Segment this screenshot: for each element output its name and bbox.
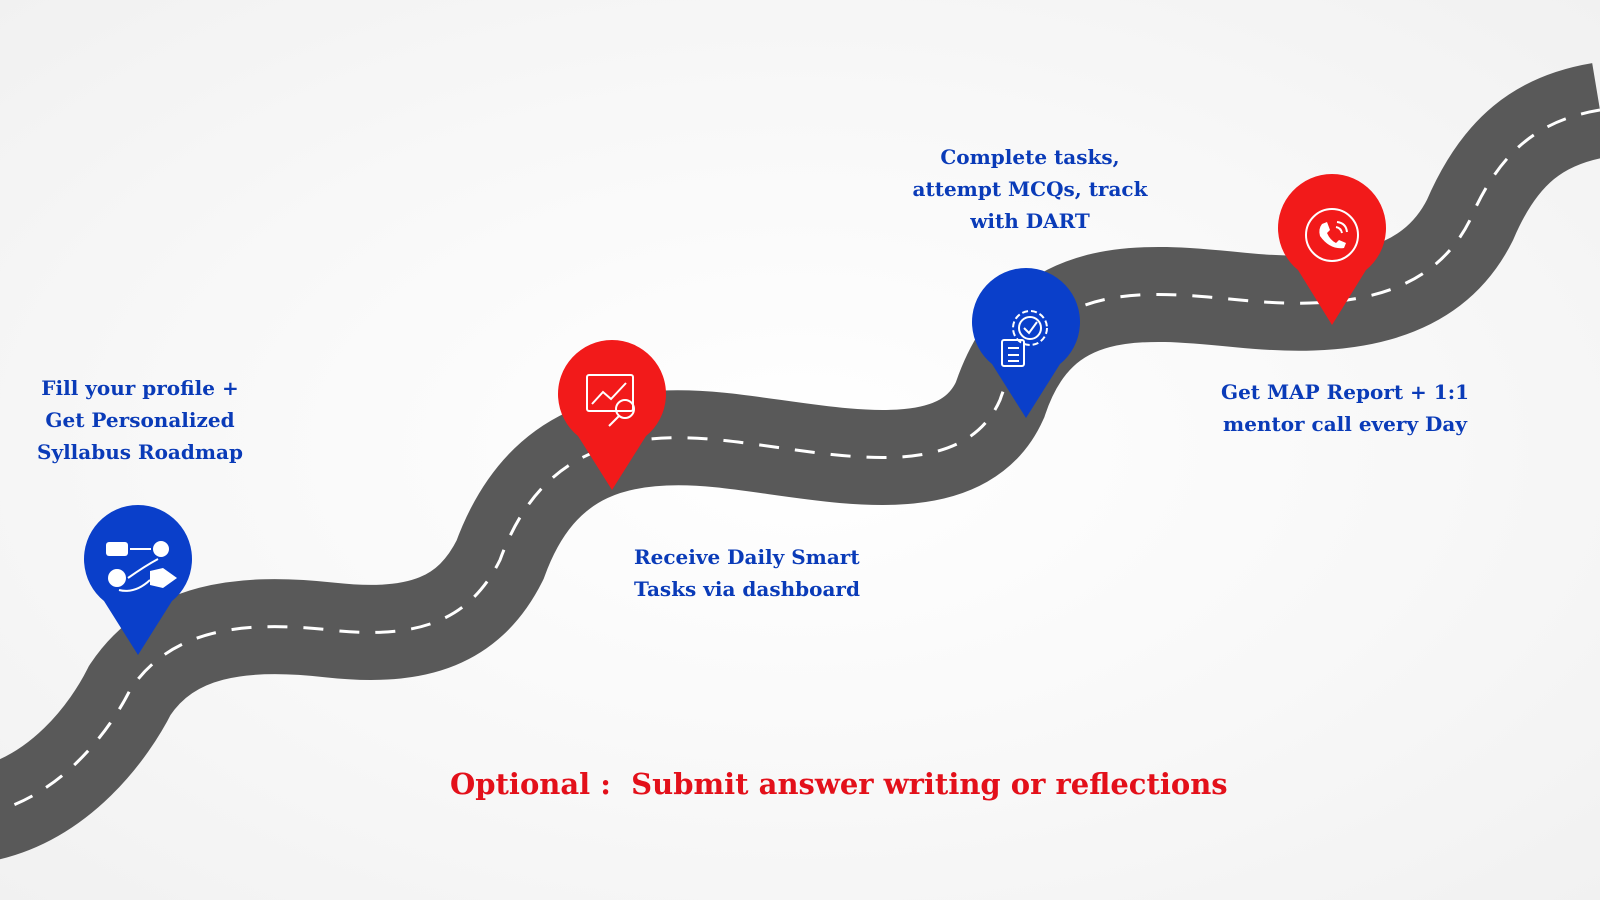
step-4-line-1: Get MAP Report + 1:1	[1220, 380, 1469, 404]
step-4-label: Get MAP Report + 1:1 mentor call every D…	[1200, 376, 1490, 440]
step-2-line-1: Receive Daily Smart	[634, 545, 860, 569]
step-4-marker	[1278, 174, 1387, 325]
step-3-marker	[972, 268, 1080, 418]
step-1-line-1: Fill your profile +	[41, 376, 239, 400]
step-3-line-2: attempt MCQs, track	[912, 177, 1148, 201]
gear-checklist-icon	[1001, 310, 1048, 367]
step-4-line-2: mentor call every Day	[1223, 412, 1467, 436]
step-4-pin	[1278, 174, 1387, 325]
step-1-pin	[84, 505, 192, 655]
step-2-line-2: Tasks via dashboard	[634, 577, 860, 601]
road-lane-marking	[0, 108, 1600, 812]
optional-note: Optional : Submit answer writing or refl…	[450, 767, 1228, 801]
step-3-line-3: with DART	[970, 209, 1090, 233]
chart-search-icon	[586, 374, 635, 427]
step-3-pin	[972, 268, 1080, 418]
step-2-pin	[558, 340, 667, 490]
phone-call-icon	[1305, 208, 1359, 262]
step-1-label: Fill your profile + Get Personalized Syl…	[20, 372, 260, 468]
workflow-icon	[106, 541, 177, 592]
step-2-marker	[558, 340, 667, 490]
step-1-line-2: Get Personalized	[45, 408, 235, 432]
step-1-line-3: Syllabus Roadmap	[37, 440, 243, 464]
step-3-label: Complete tasks, attempt MCQs, track with…	[890, 141, 1170, 237]
step-3-line-1: Complete tasks,	[940, 145, 1120, 169]
step-2-label: Receive Daily Smart Tasks via dashboard	[634, 541, 894, 605]
